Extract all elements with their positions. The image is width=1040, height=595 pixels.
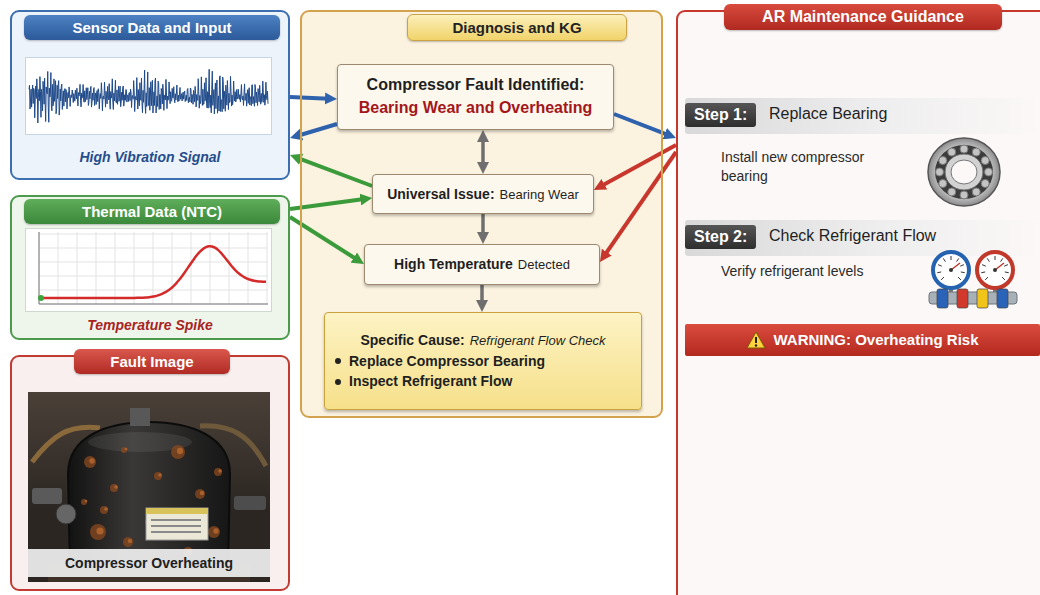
box-heading: High Temperature (394, 255, 513, 274)
panel-title: Sensor Data and Input (24, 15, 280, 40)
text-slot: High Vibration Signal (12, 149, 288, 165)
bullet-text: Replace Compressor Bearing (349, 352, 545, 371)
text-line: WARNING: Overheating Risk (746, 331, 978, 349)
bullet-text: Inspect Refrigerant Flow (349, 372, 512, 391)
warning-text: WARNING: Overheating Risk (773, 331, 978, 348)
box-heading: Compressor Fault Identified: (367, 75, 585, 96)
text-slot: Replace Bearing (769, 105, 887, 123)
box-heading: Specific Cause: (360, 331, 464, 350)
text-slot: Temperature Spike (12, 317, 288, 333)
text-line: Inspect Refrigerant Flow (325, 372, 641, 391)
text-slot: AR Maintenance Guidance (724, 4, 1002, 30)
text-flow: Specific Cause: Refrigerant Flow CheckRep… (325, 313, 641, 409)
step-title: Replace Bearing (769, 105, 887, 123)
step-label: Step 1: (685, 103, 756, 127)
bullet-dot (335, 379, 341, 385)
text-slot: Check Refrigerant Flow (769, 227, 936, 245)
text-line: Compressor Fault Identified: (367, 75, 585, 96)
text-flow: WARNING: Overheating Risk (685, 324, 1040, 356)
text-slot: Fault Image (74, 349, 230, 374)
panel-ground (677, 11, 1040, 595)
connector-arrow (297, 158, 372, 186)
text-slot: Step 1: (685, 103, 756, 127)
panel-ground (11, 196, 289, 339)
warning-icon (746, 331, 766, 349)
thermal-panel: Thermal Data (NTC) Temperature Spike (10, 195, 290, 340)
warning-bar: WARNING: Overheating Risk (685, 324, 1040, 356)
text-slot: Step 2: (685, 225, 756, 249)
diagnosis-panel: Diagnosis and KG Compressor Fault Identif… (300, 10, 663, 418)
step-title: Check Refrigerant Flow (769, 227, 936, 245)
bearing-icon (917, 134, 1012, 210)
text-line: Replace Compressor Bearing (325, 352, 641, 371)
panel-title: Diagnosis and KG (407, 14, 627, 41)
text-line: Universal Issue: Bearing Wear (387, 185, 579, 204)
step-band: Step 2: Check Refrigerant FlowVerify refr… (685, 220, 1040, 320)
fault-box: Compressor Fault Identified:Bearing Wear… (337, 64, 614, 130)
text-flow: Compressor Fault Identified:Bearing Wear… (338, 65, 613, 129)
panel-title: Fault Image (74, 349, 230, 374)
text-line: Specific Cause: Refrigerant Flow Check (360, 331, 605, 350)
connector-arrow (614, 114, 669, 135)
step-label: Step 2: (685, 225, 756, 249)
issue-box: Universal Issue: Bearing Wear (372, 174, 594, 214)
text-slot: Compressor Overheating (28, 549, 270, 577)
panel-ground (11, 11, 289, 179)
step-text: Install new compressor bearing (721, 148, 901, 186)
text-slot: Sensor Data and Input (24, 15, 280, 40)
gauge-icon (923, 250, 1023, 314)
bullet-dot (335, 358, 341, 364)
connector-arrow (605, 152, 676, 255)
panel-title: AR Maintenance Guidance (724, 4, 1002, 30)
connector-arrow (481, 214, 485, 236)
chart-caption: Temperature Spike (12, 317, 288, 333)
photo-caption: Compressor Overheating (28, 549, 270, 577)
waveform-plot (25, 57, 272, 135)
guidance-panel: AR Maintenance GuidanceStep 1:Replace Be… (676, 10, 1040, 595)
fault-text: Bearing Wear and Overheating (359, 98, 593, 119)
text-slot: Verify refrigerant levels (721, 262, 931, 281)
box-heading: Universal Issue: (387, 185, 494, 204)
temperature-chart (25, 228, 272, 312)
box-text: Refrigerant Flow Check (470, 333, 606, 348)
signal-caption: High Vibration Signal (12, 149, 288, 165)
connector-arrow (480, 285, 484, 304)
cause-box: Specific Cause: Refrigerant Flow CheckRep… (324, 312, 642, 410)
text-slot: Thermal Data (NTC) (24, 199, 280, 224)
step-band: Step 1: Replace BearingInstall new compre… (685, 98, 1040, 218)
text-line: High Temperature Detected (394, 255, 570, 274)
step-text: Verify refrigerant levels (721, 262, 931, 281)
image-panel: Fault ImageCompressor Overheating (10, 355, 290, 591)
connector-arrow (298, 124, 337, 136)
text-line: Bearing Wear and Overheating (359, 98, 593, 119)
input-panel: Sensor Data and InputHigh Vibration Sign… (10, 10, 290, 180)
panel-ground (11, 356, 289, 590)
box-text: Detected (518, 257, 570, 272)
text-flow: High Temperature Detected (365, 245, 599, 284)
panel-title: Thermal Data (NTC) (24, 199, 280, 224)
connector-arrow (290, 97, 329, 99)
text-slot: Install new compressor bearing (721, 148, 901, 186)
panel-ground (301, 11, 662, 417)
text-slot: Diagnosis and KG (407, 14, 627, 41)
connector-arrow (481, 138, 485, 166)
temperature-box: High Temperature Detected (364, 244, 600, 285)
text-flow: Universal Issue: Bearing Wear (373, 175, 593, 213)
box-text: Bearing Wear (500, 187, 579, 202)
